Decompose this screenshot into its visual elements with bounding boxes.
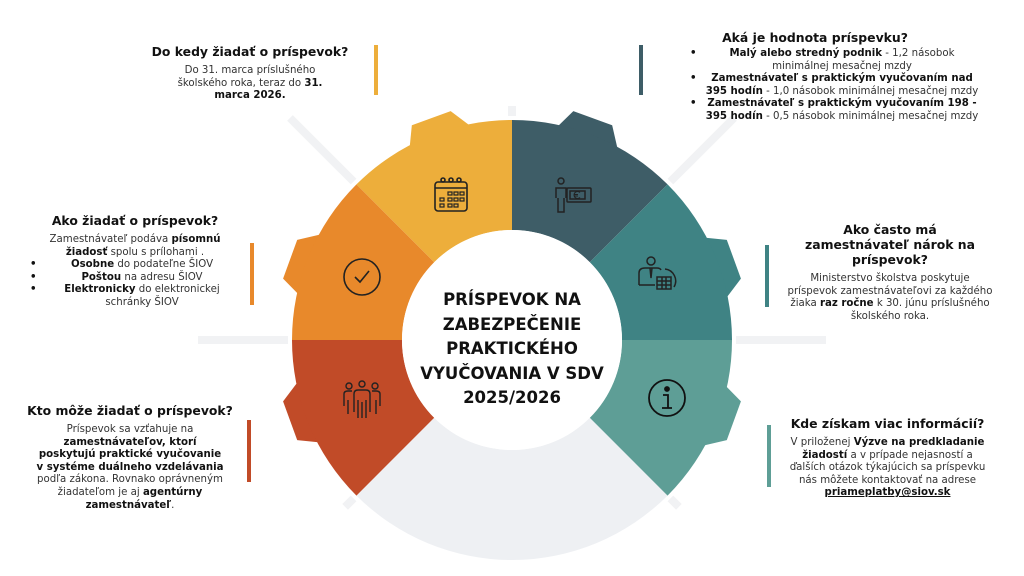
- heading-frequency: Ako často má zamestnávateľ nárok na prís…: [805, 222, 975, 267]
- text-run: Zamestnávateľ s praktickým vyučovaním na…: [705, 73, 973, 97]
- heading-who: Kto môže žiadať o príspevok?: [27, 403, 233, 418]
- background-ray: [667, 115, 737, 185]
- accent-bar-info: [767, 425, 771, 487]
- segment-empty: [356, 417, 668, 560]
- block-deadline: Do kedy žiadať o príspevok? Do 31. marca…: [140, 44, 360, 103]
- text-run: Výzve na predkladanie žiadostí: [802, 437, 985, 461]
- heading-value: Aká je hodnota príspevku?: [722, 30, 908, 45]
- text-run: 31. marca 2026.: [214, 77, 323, 102]
- list-item: Zamestnávateľ s praktickým vyučovaním na…: [690, 73, 980, 98]
- text-run: Príspevok sa vzťahuje na: [66, 424, 194, 435]
- background-rays: [198, 106, 826, 510]
- body-frequency: Ministerstvo školstva poskytuje príspevo…: [785, 273, 995, 323]
- text-run: k 30. júnu príslušného školského roka.: [850, 298, 990, 322]
- block-frequency: Ako často má zamestnávateľ nárok na prís…: [785, 222, 995, 323]
- block-how: Ako žiadať o príspevok? Zamestnávateľ po…: [30, 213, 240, 310]
- heading-how: Ako žiadať o príspevok?: [51, 213, 219, 228]
- list-item: Osobne do podateľne ŠIOV: [30, 259, 240, 272]
- text-run: Poštou: [81, 271, 122, 283]
- body-deadline: Do 31. marca príslušného školského roka,…: [140, 65, 360, 103]
- list-item: Poštou na adresu ŠIOV: [30, 272, 240, 285]
- people-group-icon: [343, 380, 381, 418]
- center-circle: [402, 230, 622, 450]
- segment-frequency: [589, 184, 732, 340]
- text-run: Osobne: [70, 259, 115, 271]
- paragraph: Zamestnávateľ podáva písomnú žiadosť spo…: [38, 234, 232, 259]
- body-who: Príspevok sa vzťahuje na zamestnávateľov…: [22, 424, 238, 512]
- text-run: na adresu ŠIOV: [121, 271, 203, 283]
- accent-bar-how: [250, 243, 254, 305]
- title-line: PRAKTICKÉHO: [446, 339, 578, 358]
- list-how: Osobne do podateľne ŠIOVPoštou na adresu…: [30, 259, 240, 309]
- paragraph: V priloženej Výzve na predkladanie žiado…: [785, 437, 990, 500]
- text-run: V priloženej: [790, 437, 854, 448]
- segment-info: [589, 340, 732, 496]
- person-euro-icon: [555, 177, 592, 213]
- block-info: Kde získam viac informácií? V priloženej…: [785, 416, 990, 500]
- accent-bar-deadline: [374, 45, 378, 95]
- text-run: - 0,5 násobok minimálnej mesačnej mzdy: [762, 110, 979, 122]
- background-ray: [342, 495, 357, 510]
- segment-how: [292, 184, 435, 340]
- list-item: Elektronicky do elektronickej schránky Š…: [30, 284, 240, 309]
- list-item: Malý alebo stredný podnik - 1,2 násobok …: [690, 48, 980, 73]
- paragraph: Ministerstvo školstva poskytuje príspevo…: [785, 273, 995, 323]
- accent-bar-value: [639, 45, 643, 95]
- person-calendar-icon: [638, 256, 677, 290]
- background-ray: [667, 495, 682, 510]
- center-title: PRÍSPEVOK NA ZABEZPEČENIE PRAKTICKÉHO VY…: [412, 288, 612, 411]
- text-run: Zamestnávateľ podáva: [49, 234, 172, 245]
- segment-value: [512, 120, 668, 263]
- heading-deadline: Do kedy žiadať o príspevok?: [151, 44, 349, 59]
- text-run: raz ročne: [819, 298, 874, 310]
- text-run: zamestnávateľov, ktorí poskytujú praktic…: [36, 436, 224, 473]
- text-run: Malý alebo stredný podnik: [729, 48, 883, 59]
- body-info: V priloženej Výzve na predkladanie žiado…: [785, 437, 990, 500]
- accent-bar-who: [247, 420, 251, 482]
- text-run: .: [171, 499, 175, 511]
- paragraph: Príspevok sa vzťahuje na zamestnávateľov…: [34, 424, 226, 512]
- list-value: Malý alebo stredný podnik - 1,2 násobok …: [690, 48, 980, 124]
- text-run: Elektronicky: [64, 284, 136, 296]
- text-run: agentúrny zamestnávateľ: [85, 486, 203, 511]
- text-run: podľa zákona. Rovnako oprávneným žiadate…: [37, 474, 223, 498]
- text-run: písomnú žiadosť: [65, 234, 221, 258]
- title-line: VYUČOVANIA V SDV: [420, 363, 604, 383]
- title-line: 2025/2026: [463, 388, 561, 407]
- text-run: Ministerstvo školstva poskytuje príspevo…: [787, 273, 993, 310]
- check-circle-icon: [343, 258, 381, 296]
- text-run: Do 31. marca príslušného školského roka,…: [177, 65, 316, 89]
- list-item: Zamestnávateľ s praktickým vyučovaním 19…: [690, 98, 980, 123]
- body-how: Zamestnávateľ podáva písomnú žiadosť spo…: [30, 234, 240, 259]
- heading-info: Kde získam viac informácií?: [790, 416, 985, 431]
- email-link[interactable]: priameplatby@siov.sk: [824, 487, 951, 499]
- text-run: - 1,2 násobok minimálnej mesačnej mzdy: [772, 48, 955, 72]
- text-run: Zamestnávateľ s praktickým vyučovaním 19…: [705, 98, 977, 122]
- text-run: - 1,0 násobok minimálnej mesačnej mzdy: [762, 85, 979, 97]
- paragraph: Do 31. marca príslušného školského roka,…: [168, 65, 332, 103]
- text-run: spolu s prílohami .: [107, 246, 205, 258]
- accent-bar-frequency: [765, 245, 769, 307]
- title-line: ZABEZPEČENIE: [442, 314, 582, 334]
- background-ray: [287, 115, 357, 185]
- text-run: do podateľne ŠIOV: [114, 259, 214, 271]
- text-run: do elektronickej schránky ŠIOV: [105, 284, 220, 308]
- text-run: a v prípade nejasností a ďalších otázok …: [789, 449, 986, 486]
- calendar-icon: [434, 177, 468, 212]
- block-value: Aká je hodnota príspevku? Malý alebo str…: [690, 30, 980, 124]
- segment-who: [292, 340, 435, 496]
- title-line: PRÍSPEVOK NA: [443, 290, 581, 309]
- info-icon: [648, 379, 686, 417]
- block-who: Kto môže žiadať o príspevok? Príspevok s…: [22, 403, 238, 512]
